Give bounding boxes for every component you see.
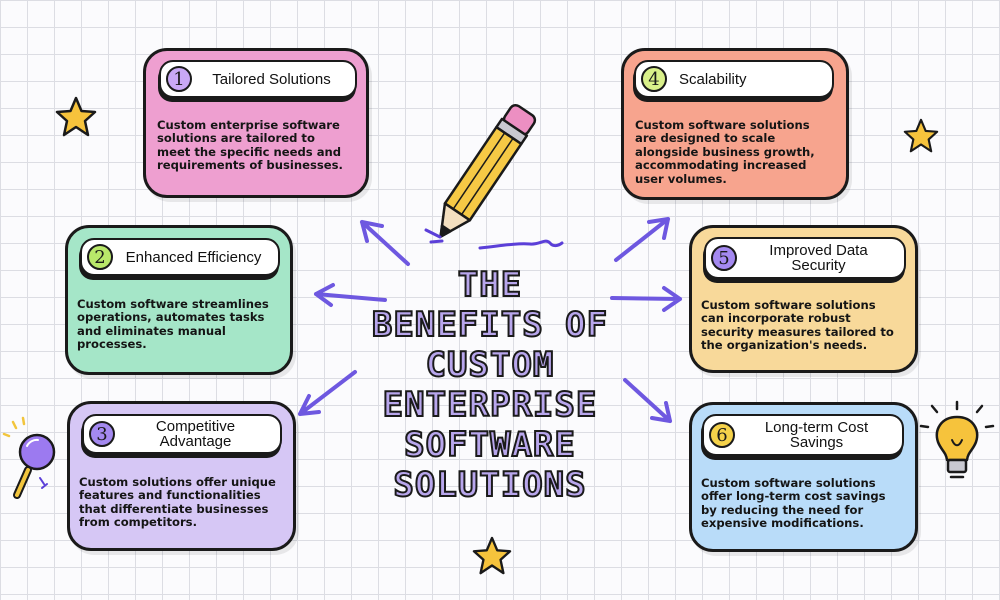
benefit-card-5: 5 Improved Data Security Custom software… [689,225,918,373]
benefit-title-pill-5: 5 Improved Data Security [704,237,906,279]
benefit-card-1: 1 Tailored Solutions Custom enterprise s… [143,48,369,198]
benefit-title-pill-3: 3 Competitive Advantage [82,414,282,454]
number-badge-3: 3 [89,421,115,447]
benefit-title-5: Improved Data Security [769,242,868,274]
benefit-card-2: 2 Enhanced Efficiency Custom software st… [65,225,293,375]
number-badge-4: 4 [641,66,667,92]
benefit-card-6: 6 Long-term Cost Savings Custom software… [689,402,918,552]
number-badge-5: 5 [711,245,737,271]
star-icon [472,536,512,575]
benefit-card-4: 4 Scalability Custom software solutions … [621,48,849,200]
lightbulb-icon [919,400,995,479]
benefit-title-pill-6: 6 Long-term Cost Savings [702,414,904,456]
number-badge-1: 1 [166,66,192,92]
benefit-card-3: 3 Competitive Advantage Custom solutions… [67,401,296,551]
benefit-body-4: Custom software solutions are designed t… [635,118,815,186]
star-icon [55,96,97,137]
benefit-body-5: Custom software solutions can incorporat… [701,298,894,353]
benefit-title-4: Scalability [679,70,747,88]
benefit-title-6: Long-term Cost Savings [764,419,869,451]
benefit-body-3: Custom solutions offer unique features a… [79,475,276,530]
number-badge-6: 6 [709,422,735,448]
main-title: THE BENEFITS OF CUSTOM ENTERPRISE SOFTWA… [371,264,609,506]
benefit-title-pill-2: 2 Enhanced Efficiency [80,238,280,276]
pencil-icon [439,103,537,238]
benefit-title-3: Competitive Advantage [155,418,236,450]
benefit-title-2: Enhanced Efficiency [125,248,262,266]
benefit-title-pill-1: 1 Tailored Solutions [159,60,357,98]
arrow-icon [298,217,682,423]
benefit-title-pill-4: 4 Scalability [634,60,834,98]
benefit-title-1: Tailored Solutions [212,70,331,88]
benefit-body-1: Custom enterprise software solutions are… [157,118,343,173]
star-icon [903,118,939,153]
magnifier-icon [2,416,56,499]
benefit-body-6: Custom software solutions offer long-ter… [701,476,886,531]
benefit-body-2: Custom software streamlines operations, … [77,297,269,352]
number-badge-2: 2 [87,244,113,270]
